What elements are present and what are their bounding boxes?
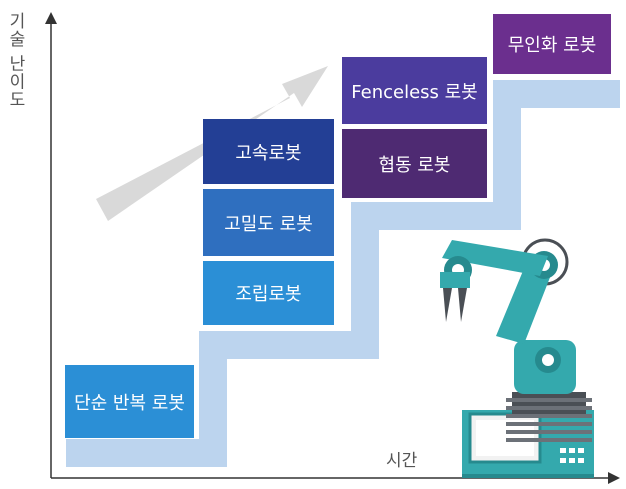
x-axis-arrowhead xyxy=(608,472,620,484)
industrial-robot-arm-icon xyxy=(440,238,594,478)
y-axis-arrowhead xyxy=(45,12,57,24)
y-axis-label: 기술 난이도 xyxy=(5,12,25,109)
box-fenceless-robot: Fenceless 로봇 xyxy=(342,57,487,124)
staircase-band xyxy=(66,80,620,467)
box-simple-repeat-robot: 단순 반복 로봇 xyxy=(65,365,194,438)
box-assembly-robot: 조립로봇 xyxy=(203,261,334,325)
box-high-speed-robot: 고속로봇 xyxy=(203,119,334,184)
box-unmanned-robot: 무인화 로봇 xyxy=(493,14,611,74)
box-collaborative-robot: 협동 로봇 xyxy=(342,129,487,198)
x-axis-label: 시간 xyxy=(386,451,418,471)
box-high-density-robot: 고밀도 로봇 xyxy=(203,189,334,256)
